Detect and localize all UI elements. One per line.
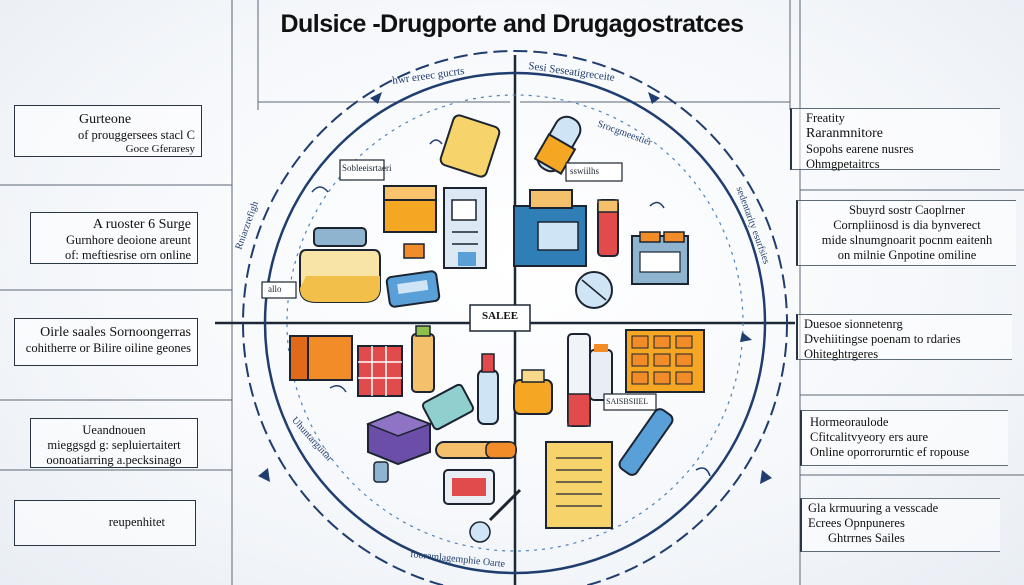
right-box-4: Hormeoraulode Cfitcalitvyeory ers aure O… [800, 410, 1008, 466]
tube-icon [435, 441, 517, 459]
left-box-2-line-2: Gurnhore deoione areunt [66, 233, 191, 247]
right-box-5-line-1: Gla krmuuring a vesscade [808, 501, 939, 515]
right-box-1-line-1: Freatity [806, 111, 845, 125]
red-grid-pack-icon [357, 345, 403, 397]
notes-stack-icon [545, 441, 613, 529]
right-box-2-line-2: Cornpliinosd is dia bynverect [833, 218, 981, 232]
right-box-1-line-3: Sopohs earene nusres [806, 142, 914, 156]
right-box-5-line-2: Ecrees Opnpuneres [808, 516, 905, 530]
left-box-3-line-1: Oirle saales Sornoongerras [40, 325, 191, 340]
right-box-4-line-3: Online oporrorurntic ef ropouse [810, 445, 970, 459]
left-box-1-line-2: of prouggersees stacl C [78, 128, 195, 142]
left-box-4-line-2: mieggsgd g: sepluiertaitert [47, 438, 181, 452]
document-icon [443, 187, 487, 269]
inner-label-tl: Sobleeisrtaeri [342, 163, 392, 173]
right-box-1-line-4: Ohmgpetaitrcs [806, 157, 880, 171]
left-box-1-line-1: Gurteone [78, 112, 132, 127]
inner-ring [263, 71, 767, 575]
green-bottle-icon [411, 325, 435, 393]
right-box-3-line-1: Duesoe sionnetenrg [804, 317, 903, 331]
sticker-tr-box [565, 162, 623, 182]
pill-disc-icon [575, 271, 613, 309]
sticker-br-box [603, 393, 657, 411]
right-box-1: Freatity Raranmnitore Sopohs earene nusr… [790, 108, 1000, 171]
center-label: SALEE [481, 310, 519, 322]
jar-icon [299, 227, 381, 303]
right-box-4-line-1: Hormeoraulode [810, 415, 889, 429]
inner-tl-label-box [339, 159, 385, 181]
left-box-5-line-1: reupenhitet [108, 515, 165, 529]
sticker-tr-label: sswiilhs [570, 166, 600, 176]
left-box-1-line-3: Goce Gferaresy [125, 143, 195, 155]
right-box-5: Gla krmuuring a vesscade Ecrees Opnpuner… [800, 498, 1000, 552]
blister-pack-icon [625, 329, 705, 393]
left-box-2: A ruoster 6 Surge Gurnhore deoione areun… [30, 212, 198, 264]
purple-box-icon [365, 410, 433, 466]
dotted-ring [286, 94, 744, 552]
right-box-1-line-2: Raranmnitore [806, 126, 883, 141]
left-box-1: Gurteone of prouggersees stacl C Goce Gf… [14, 105, 202, 157]
teal-case-icon [421, 383, 475, 431]
shopping-bag-icon [383, 185, 437, 233]
blue-pill-box-icon [513, 189, 587, 267]
left-box-5: reupenhitet [14, 500, 196, 546]
syringe-icon [469, 488, 522, 543]
pill-case-icon [443, 469, 495, 505]
right-box-4-line-2: Cfitcalitvyeory ers aure [810, 430, 929, 444]
small-bottle-icon [373, 461, 389, 483]
pen-injector-icon [618, 408, 674, 476]
right-box-2-line-3: mide slnumgnoarit pocnm eaitenh [821, 233, 993, 247]
right-box-3-line-3: Ohiteghtrgeres [804, 347, 879, 361]
left-box-2-line-3: of: meftiesrise orn online [64, 248, 191, 262]
orange-box-icon [289, 335, 353, 381]
inhaler-icon [589, 344, 613, 401]
left-box-4-line-1: Ueandnouen [82, 423, 146, 437]
sticker-ml-box [261, 281, 297, 299]
blue-case-icon [385, 270, 441, 308]
right-box-2-line-1: Sbuyrd sostr Caoplrner [849, 203, 965, 217]
right-box-3-line-2: Dvehiitingse poenam to rdaries [804, 332, 961, 346]
outer-dashed-ring [242, 50, 788, 585]
right-box-2-line-4: on milnie Gnpotine omiline [837, 248, 977, 262]
left-box-4-line-3: oonoatiarring a.pecksinago [46, 453, 182, 467]
right-box-5-line-3: Ghtrrnes Sailes [828, 531, 905, 545]
left-box-3: Oirle saales Sornoongerras cohitherre or… [14, 318, 198, 366]
right-box-2: Sbuyrd sostr Caoplrner Cornpliinosd is d… [796, 200, 1016, 266]
amber-jar-icon [513, 369, 553, 415]
left-box-2-line-1: A ruoster 6 Surge [92, 217, 191, 232]
center-label-box [469, 304, 531, 332]
left-box-3-line-2: cohitherre or Bilire oiline geones [25, 341, 191, 355]
sticker-ml-label: allo [268, 284, 282, 294]
dropper-bottle-icon [477, 353, 499, 425]
left-box-4: Ueandnouen mieggsgd g: sepluiertaitert o… [30, 418, 198, 468]
sketch-marks [311, 139, 711, 477]
orange-tag-icon [403, 243, 425, 259]
medicine-box-icon [439, 114, 501, 178]
test-tube-icon [567, 333, 591, 427]
ring-arrows [258, 92, 772, 484]
sticker-br-label: SAISBSIIEL [606, 397, 649, 406]
red-vial-icon [597, 199, 619, 257]
right-box-3: Duesoe sionnetenrg Dvehiitingse poenam t… [796, 314, 1012, 361]
diagram-title: Dulsice -Drugporte and Drugagostratces [280, 10, 744, 38]
pill-bottle-icon [533, 115, 582, 175]
pill-jars-icon [631, 231, 689, 285]
